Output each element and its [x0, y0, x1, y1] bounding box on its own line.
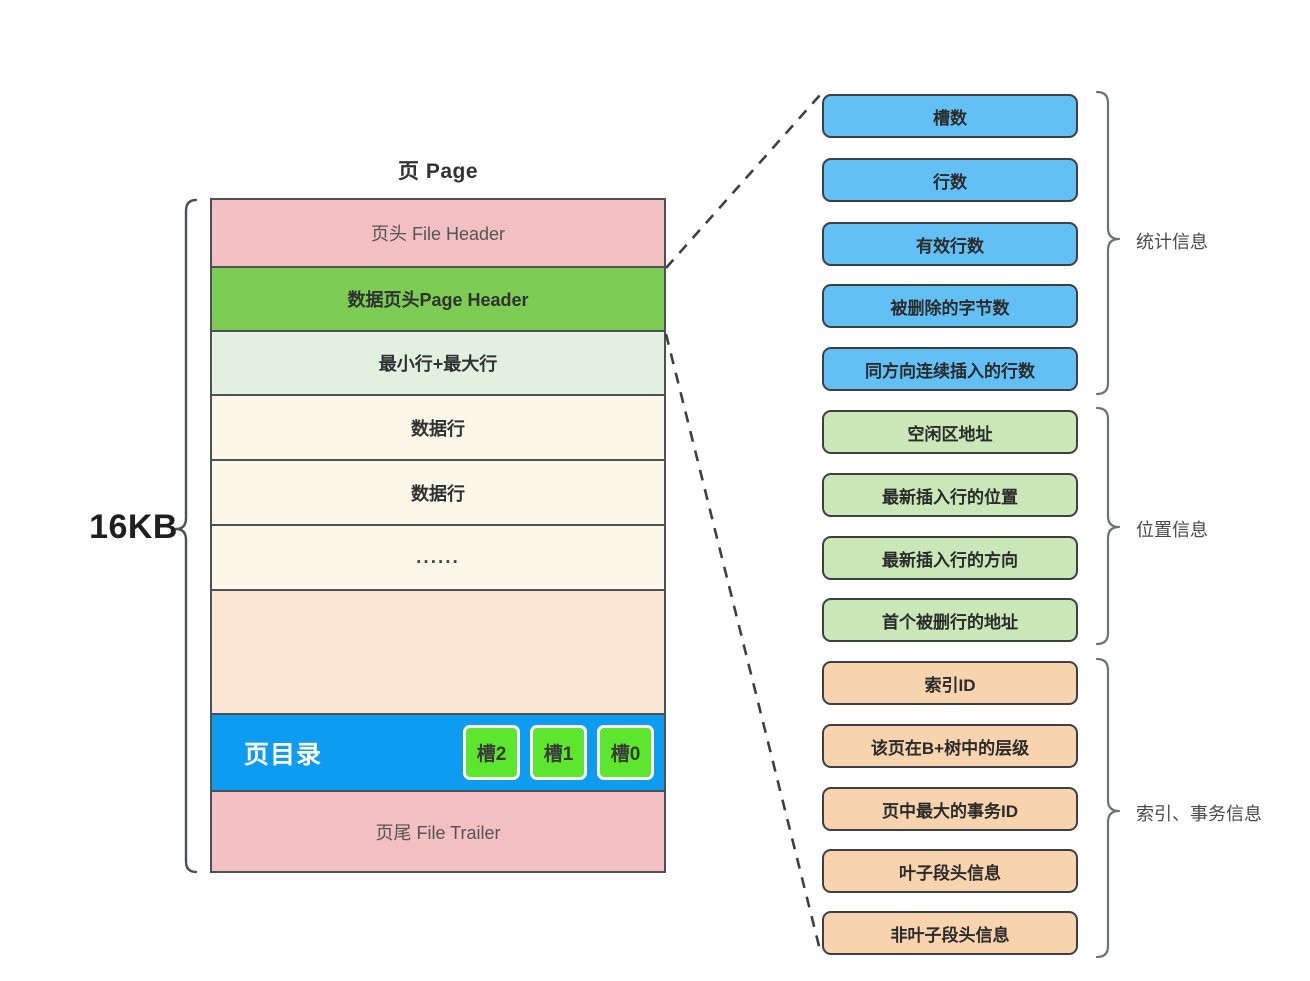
page-structure-box: 页头 File Header 数据页头Page Header 最小行+最大行 数… [210, 198, 666, 873]
page-row-label: 页头 File Header [370, 224, 506, 244]
page-row-label: 最小行+最大行 [378, 354, 498, 374]
brace-index-trx [1095, 657, 1121, 959]
page-row-page-directory: 页目录 槽2 槽1 槽0 [212, 715, 664, 792]
page-row-data-2: 数据行 [212, 461, 664, 526]
slot-item[interactable]: 槽0 [597, 725, 654, 780]
group-label-index-trx: 索引、事务信息 [1136, 804, 1262, 824]
page-row-label: 数据行 [411, 418, 465, 439]
group-label-statistics: 统计信息 [1136, 232, 1208, 252]
field-box-last-insert-position[interactable]: 最新插入行的位置 [822, 473, 1078, 517]
field-box-free-space-address[interactable]: 空闲区地址 [822, 410, 1078, 454]
field-box-first-deleted-address[interactable]: 首个被删行的地址 [822, 598, 1078, 642]
field-box-deleted-bytes[interactable]: 被删除的字节数 [822, 284, 1078, 328]
page-size-brace [174, 198, 198, 874]
field-box-last-insert-direction[interactable]: 最新插入行的方向 [822, 536, 1078, 580]
slot-list: 槽2 槽1 槽0 [463, 725, 654, 780]
field-box-nonleaf-segment-header[interactable]: 非叶子段头信息 [822, 911, 1078, 955]
page-row-label: 页尾 File Trailer [375, 822, 501, 843]
field-box-sequential-insert-rows[interactable]: 同方向连续插入的行数 [822, 347, 1078, 391]
brace-statistics [1095, 90, 1121, 396]
page-row-label: 数据页头Page Header [347, 290, 529, 310]
slot-item[interactable]: 槽1 [530, 725, 587, 780]
page-row-data-1: 数据行 [212, 396, 664, 461]
field-box-btree-level[interactable]: 该页在B+树中的层级 [822, 724, 1078, 768]
page-row-file-header: 页头 File Header [212, 200, 664, 268]
page-row-label: 数据行 [411, 483, 465, 504]
page-row-min-max: 最小行+最大行 [212, 332, 664, 396]
page-row-free-space [212, 591, 664, 715]
field-box-max-transaction-id[interactable]: 页中最大的事务ID [822, 787, 1078, 831]
field-box-valid-row-count[interactable]: 有效行数 [822, 222, 1078, 266]
brace-position [1095, 406, 1121, 646]
page-row-file-trailer: 页尾 File Trailer [212, 792, 664, 871]
page-row-page-header: 数据页头Page Header [212, 268, 664, 332]
page-row-label: 页目录 [244, 740, 323, 769]
page-title: 页 Page [397, 160, 479, 183]
field-box-leaf-segment-header[interactable]: 叶子段头信息 [822, 849, 1078, 893]
connector-line-bottom [664, 333, 822, 951]
group-label-position: 位置信息 [1136, 520, 1208, 540]
field-box-slot-count[interactable]: 槽数 [822, 94, 1078, 138]
connector-line-top [665, 94, 821, 269]
page-row-label: ...... [416, 546, 460, 568]
slot-item[interactable]: 槽2 [463, 725, 520, 780]
field-box-index-id[interactable]: 索引ID [822, 661, 1078, 705]
page-size-label: 16KB [89, 508, 178, 546]
field-box-row-count[interactable]: 行数 [822, 158, 1078, 202]
page-row-ellipsis: ...... [212, 526, 664, 591]
